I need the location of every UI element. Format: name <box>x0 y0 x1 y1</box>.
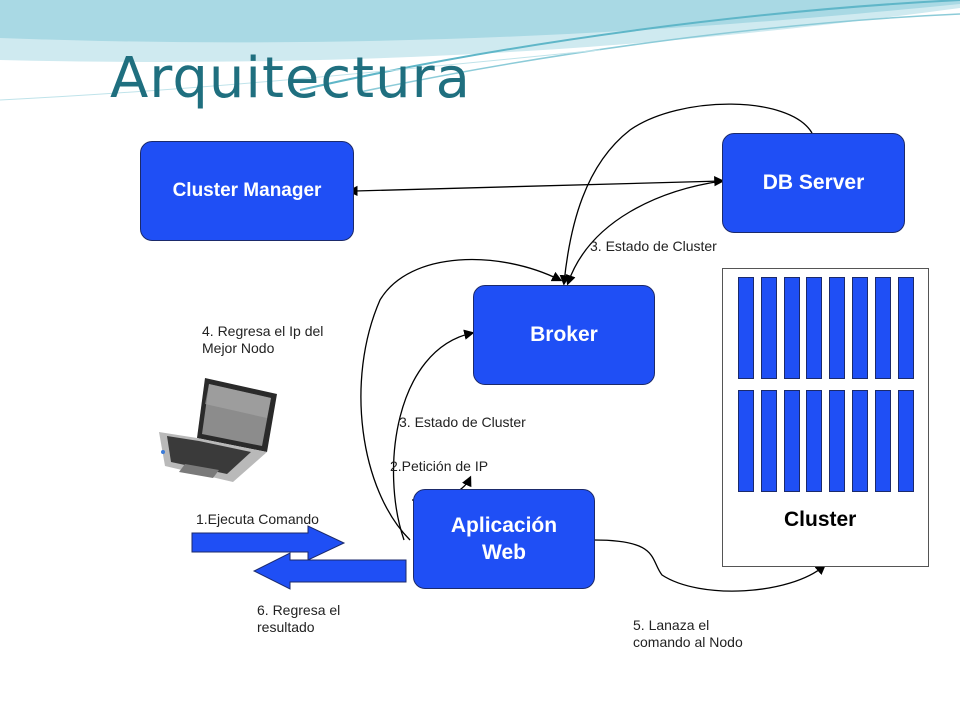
cluster-node <box>806 390 823 492</box>
db-server-label: DB Server <box>762 171 865 194</box>
broker-label: Broker <box>530 323 598 346</box>
app-web-label-line2: Web <box>482 541 526 564</box>
label-ejecuta-comando: 1.Ejecuta Comando <box>196 511 319 527</box>
arrow-ejecuta-comando <box>191 525 346 561</box>
cluster-label: Cluster <box>784 508 857 531</box>
cluster-node <box>738 390 754 492</box>
laptop-icon <box>159 378 277 482</box>
cluster-node <box>760 277 777 379</box>
label-peticion-ip: 2.Petición de IP <box>390 458 489 474</box>
cluster-node <box>829 277 846 379</box>
label-lanza-comando-line2: comando al Nodo <box>633 634 743 650</box>
cluster-node <box>783 277 800 379</box>
header-swoosh <box>0 0 960 101</box>
cluster-frame <box>722 268 929 567</box>
arrow-app-broker-inner <box>392 329 475 541</box>
cluster-node <box>852 277 868 379</box>
label-lanza-comando-line1: 5. Lanaza el <box>633 617 710 633</box>
app-web-box: Aplicación Web <box>413 489 595 589</box>
cluster-node <box>874 390 891 492</box>
cluster-node <box>852 390 868 492</box>
cluster-node <box>829 390 846 492</box>
cluster-manager-label: Cluster Manager <box>172 180 322 201</box>
cluster-node <box>783 390 800 492</box>
label-lanza-comando: 5. Lanaza el comando al Nodo <box>633 617 743 651</box>
label-estado-cluster-mid: 3. Estado de Cluster <box>399 414 526 430</box>
label-estado-cluster-top: 3. Estado de Cluster <box>590 238 717 254</box>
label-regresa-ip-line1: 4. Regresa el Ip del <box>202 323 324 339</box>
cluster-manager-box: Cluster Manager <box>140 141 354 241</box>
cluster-node <box>897 390 914 492</box>
label-regresa-resultado: 6. Regresa el resultado <box>257 602 340 636</box>
label-regresa-ip-line2: Mejor Nodo <box>202 340 275 356</box>
label-regresa-resultado-line2: resultado <box>257 619 315 635</box>
arrow-app-cluster <box>593 539 826 592</box>
arrow-db-broker-inner <box>565 180 723 286</box>
arrow-regresa-resultado <box>252 552 407 590</box>
page-title: Arquitectura <box>110 46 471 111</box>
arrow-db-broker-outer <box>559 103 813 286</box>
cluster-node <box>874 277 891 379</box>
cluster-node <box>806 277 823 379</box>
broker-box: Broker <box>473 285 655 385</box>
label-regresa-ip: 4. Regresa el Ip del Mejor Nodo <box>202 323 323 357</box>
cluster-node <box>738 277 754 379</box>
db-server-box: DB Server <box>722 133 905 233</box>
arrow-app-broker-outer <box>360 258 563 541</box>
cluster-node <box>897 277 914 379</box>
arrow-manager-db <box>347 176 725 197</box>
label-regresa-resultado-line1: 6. Regresa el <box>257 602 341 618</box>
cluster-node <box>760 390 777 492</box>
app-web-label-line1: Aplicación <box>450 514 558 537</box>
